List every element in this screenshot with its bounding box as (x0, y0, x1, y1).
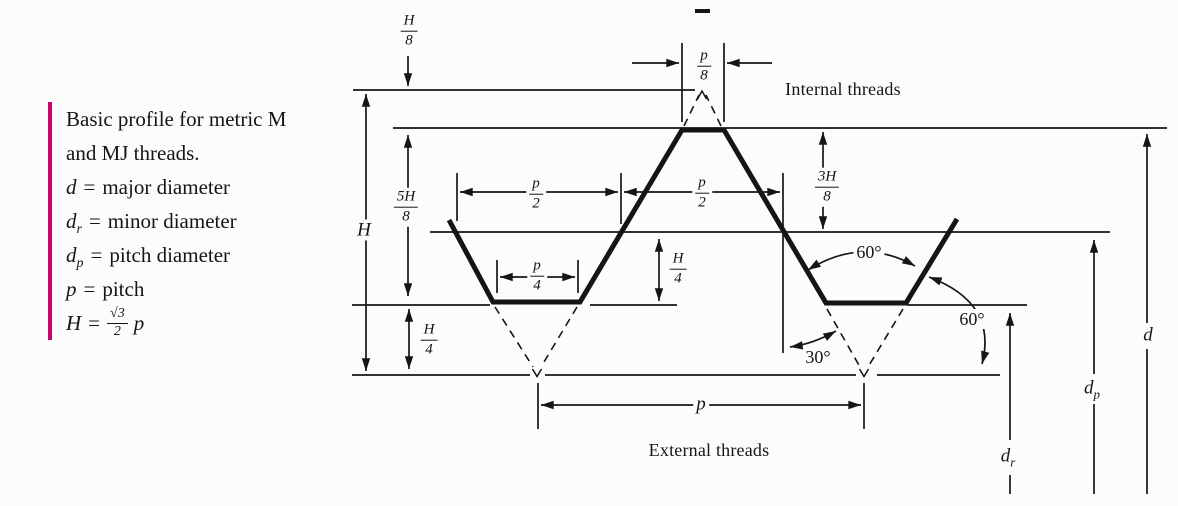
thread-profile-outline (446, 127, 960, 306)
label-minor-diameter: dr (1000, 445, 1016, 470)
caption-text: Basic profile for metric M and MJ thread… (66, 102, 286, 340)
angle-label-60-center: 60° (853, 242, 885, 262)
angle-30-arc (789, 330, 837, 350)
dim-label-p8: p 8 (697, 48, 711, 85)
caption-def-pitch: p=pitch (66, 277, 145, 301)
apex-carets (531, 89, 870, 378)
construction-lines (352, 89, 1167, 376)
right-apex-caret (858, 368, 870, 378)
caption-def-pitch-dia: dp=pitch diameter (66, 243, 231, 272)
dimension-arrows (361, 56, 1152, 494)
dim-label-H4-right: H 4 (669, 251, 687, 288)
caption-def-major: d=major diameter (66, 175, 231, 199)
dim-label-p: p (693, 393, 709, 415)
angle-label-30: 30° (805, 347, 831, 367)
dim-label-p2-right: p 2 (692, 173, 712, 213)
dim-label-H4-left: H 4 (420, 322, 438, 359)
dim-label-H: H (354, 219, 374, 241)
dim-label-p4: p 4 (527, 256, 547, 296)
dashed-construction (494, 94, 904, 368)
scan-artifact (695, 9, 710, 13)
dim-label-3H8: 3H 8 (811, 167, 843, 207)
caption-accent-bar (48, 102, 52, 340)
external-threads-label: External threads (648, 440, 770, 460)
top-apex-caret (696, 89, 708, 100)
left-apex-caret (531, 368, 543, 378)
figure-caption: Basic profile for metric M and MJ thread… (48, 102, 286, 340)
dimension-ticks (456, 43, 865, 429)
caption-title-line2: and MJ threads. (66, 141, 200, 165)
angle-label-60-right: 60° (956, 309, 988, 329)
caption-def-minor: dr=minor diameter (66, 209, 237, 238)
internal-threads-label: Internal threads (785, 79, 901, 99)
dim-label-H8: H 8 (400, 13, 418, 50)
dim-label-5H8: 5H 8 (390, 187, 422, 227)
dim-label-p2-left: p 2 (526, 174, 546, 214)
caption-title-line1: Basic profile for metric M (66, 107, 287, 131)
label-major-diameter: d (1143, 324, 1153, 346)
label-pitch-diameter: dp (1084, 377, 1100, 402)
